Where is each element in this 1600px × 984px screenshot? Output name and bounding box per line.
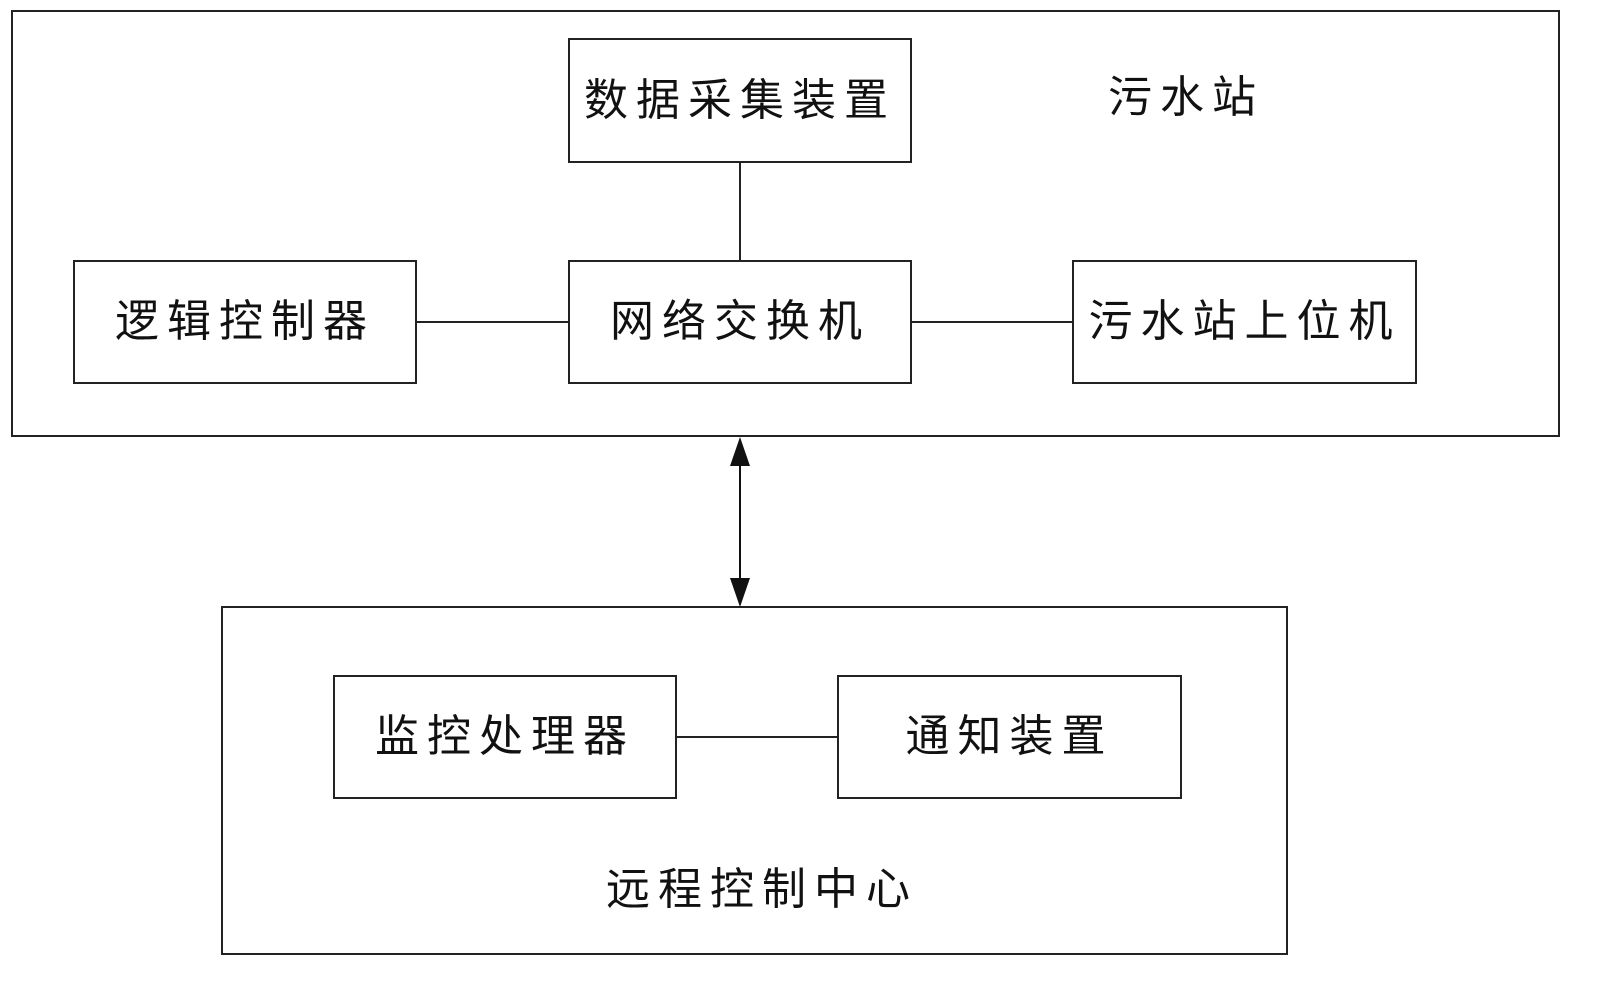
connector-processor-notification: [677, 736, 837, 738]
logic-controller-node: 逻辑控制器: [73, 260, 417, 384]
connector-controller-switch: [417, 321, 568, 323]
connector-acquisition-switch: [739, 163, 741, 260]
connector-switch-host: [912, 321, 1072, 323]
remote-control-center-title: 远程控制中心: [606, 864, 918, 915]
network-switch-node: 网络交换机: [568, 260, 912, 384]
data-acquisition-node: 数据采集装置: [568, 38, 912, 163]
notification-device-node: 通知装置: [837, 675, 1182, 799]
host-computer-node: 污水站上位机: [1072, 260, 1417, 384]
sewage-station-title: 污水站: [1108, 72, 1264, 123]
monitor-processor-node: 监控处理器: [333, 675, 677, 799]
